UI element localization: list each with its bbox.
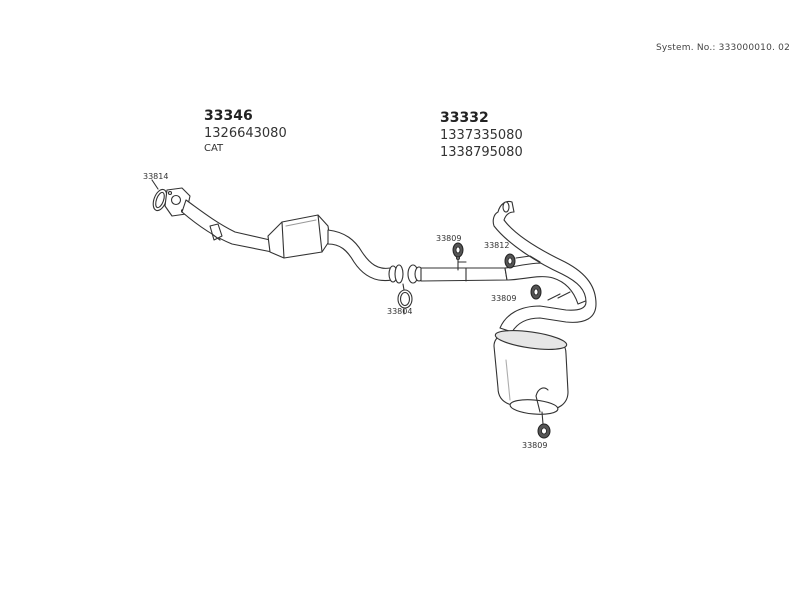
part-note: CAT [204, 143, 224, 154]
part-block-catalyst: 33346 1326643080 CAT [204, 108, 287, 156]
rubber-mount-c [530, 284, 542, 300]
part-code: 1326643080 [204, 126, 287, 141]
part-number: 33346 [204, 108, 253, 124]
mid-pipe [327, 229, 404, 284]
rubber-mount-a [452, 242, 464, 258]
rubber-mount-d [537, 411, 551, 439]
callout-mount-a: 33809 [436, 234, 462, 243]
rubber-mount-b [504, 253, 541, 269]
callout-mount-d: 33809 [522, 441, 548, 450]
catalytic-converter [267, 214, 331, 259]
callout-gasket-front: 33814 [143, 172, 169, 181]
part-number: 33332 [440, 110, 489, 126]
callout-gasket-mid: 33804 [387, 307, 413, 316]
part-block-rear-section: 33332 1337335080 1338795080 [440, 110, 523, 161]
system-number: System. No.: 333000010. 02 [655, 43, 790, 53]
front-pipe [181, 199, 273, 253]
part-code: 1337335080 [440, 128, 523, 143]
rear-pipe-loops [492, 200, 597, 333]
rear-pipe [420, 267, 508, 282]
callout-mount-b: 33812 [484, 241, 510, 250]
part-code: 1338795080 [440, 145, 523, 160]
callout-mount-c: 33809 [491, 294, 517, 303]
mid-gasket [397, 283, 413, 315]
rear-silencer [493, 330, 569, 415]
